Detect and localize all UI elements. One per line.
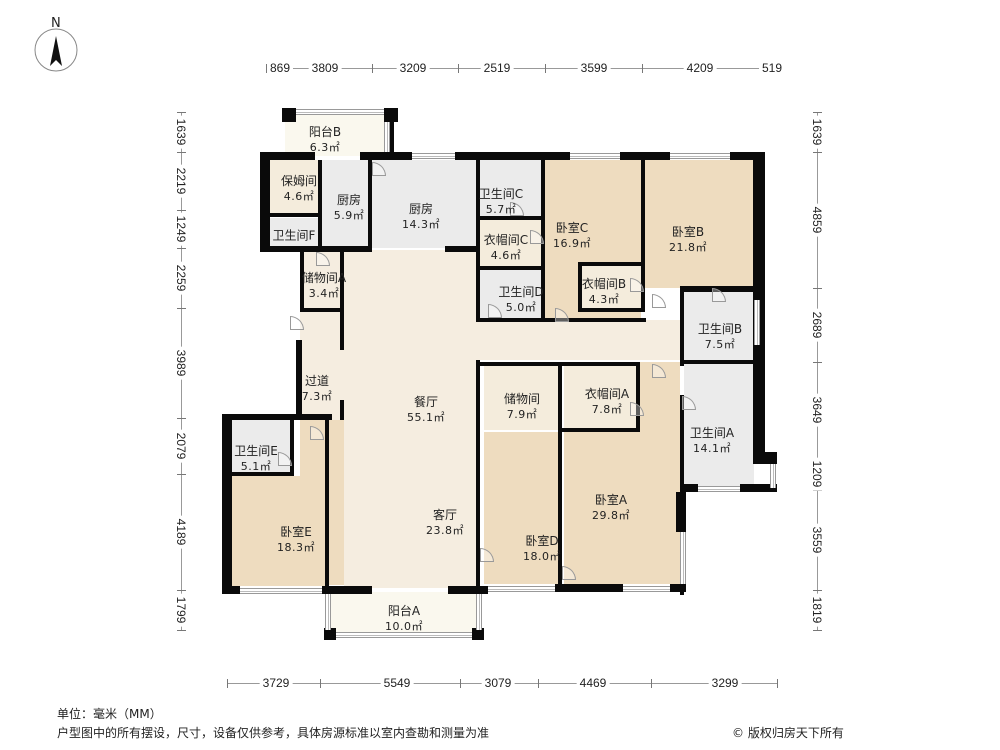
unit-note: 单位：毫米（MM）: [57, 707, 162, 721]
door-icon: [652, 294, 666, 308]
window: [570, 153, 620, 159]
window: [670, 153, 730, 159]
room-bedroom-a: [564, 432, 680, 584]
room-bath-f: [270, 218, 320, 248]
north-compass-icon: N: [28, 16, 84, 74]
room-kitchen-small: [322, 160, 370, 248]
room-hall: [480, 320, 684, 360]
window: [384, 122, 390, 152]
room-kitchen: [372, 160, 476, 248]
window: [336, 632, 472, 638]
window: [623, 586, 670, 592]
room-nanny: [270, 160, 320, 215]
window: [488, 586, 555, 592]
window: [770, 464, 776, 488]
label-bath-f: 卫生间F: [272, 228, 316, 243]
room-storage: [484, 366, 560, 430]
window: [412, 153, 455, 159]
window: [240, 588, 322, 594]
room-bath-b: [684, 292, 754, 360]
copyright-note: © 版权归房天下所有: [732, 726, 844, 740]
room-dining: [344, 250, 480, 588]
window: [754, 300, 760, 345]
room-bedroom-b: [645, 160, 753, 288]
room-bath-a: [684, 364, 754, 486]
window: [476, 594, 482, 630]
window: [325, 594, 331, 630]
window: [680, 532, 686, 584]
disclaimer-note: 户型图中的所有摆设，尺寸，设备仅供参考，具体房源标准以室内查勘和测量为准: [57, 726, 490, 740]
window: [698, 486, 740, 492]
room-balcony-b: [285, 112, 393, 156]
room-balcony-a: [330, 592, 476, 632]
room-closet-a: [564, 366, 640, 430]
window: [296, 109, 384, 115]
compass-north-label: N: [51, 16, 61, 31]
room-bedroom-d: [484, 432, 560, 584]
room-bedroom-e: [232, 476, 328, 586]
room-corridor: [300, 312, 344, 420]
